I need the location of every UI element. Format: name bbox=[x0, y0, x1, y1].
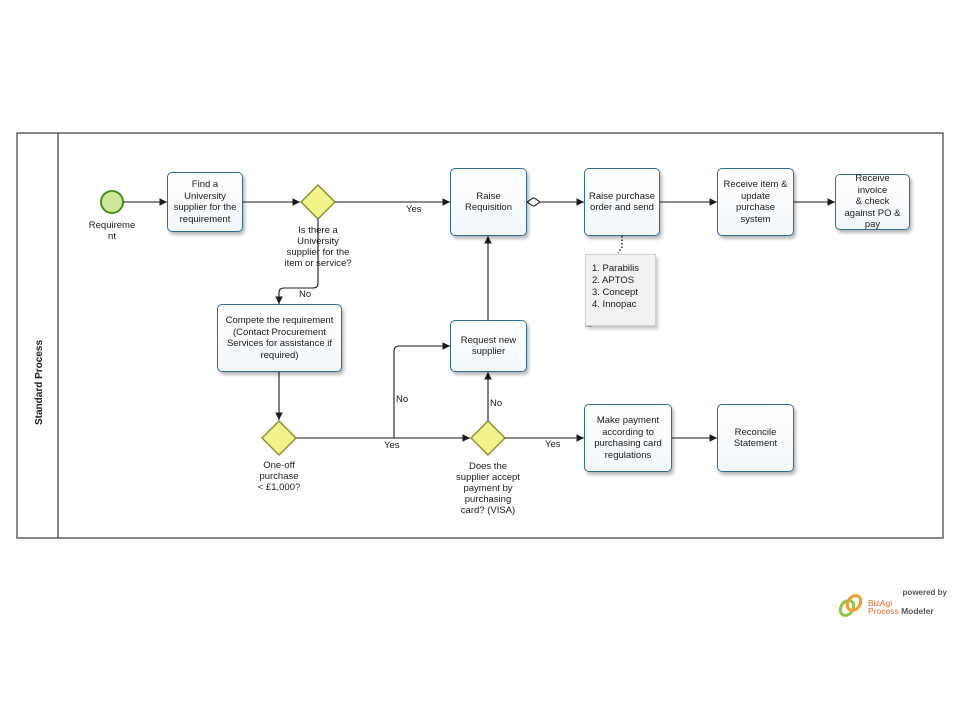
task-receive-invoice[interactable]: Receive invoice & check against PO & pay bbox=[835, 173, 910, 230]
annotation-systems-list: 1. Parabilis 2. APTOS 3. Concept 4. Inno… bbox=[585, 254, 656, 326]
annotation-item: 4. Innopac bbox=[592, 299, 637, 310]
task-receive-item[interactable]: Receive item & update purchase system bbox=[717, 168, 794, 236]
gateway-one-off-label: One-off purchase < £1,000? bbox=[257, 460, 301, 493]
pool-title-text: Standard Process bbox=[34, 339, 46, 426]
edge-label-no-mid: No bbox=[396, 394, 409, 405]
annotation-item: 1. Parabilis bbox=[592, 263, 639, 274]
task-make-payment[interactable]: Make payment according to purchasing car… bbox=[584, 404, 672, 472]
task-compete-requirement[interactable]: Compete the requirement (Contact Procure… bbox=[217, 304, 342, 372]
edge-oneoff-no-to-request bbox=[385, 342, 450, 439]
annotation-association bbox=[617, 236, 623, 254]
task-request-new-supplier[interactable]: Request new supplier bbox=[450, 320, 527, 372]
bizagi-logo: powered by BizAgi Process Modeler bbox=[837, 588, 947, 620]
pool-title: Standard Process bbox=[30, 250, 50, 515]
gateway-university-supplier-label: Is there a University supplier for the i… bbox=[284, 225, 352, 269]
edge-label-yes-bottom: Yes bbox=[384, 440, 400, 451]
edge-label-yes-top: Yes bbox=[406, 204, 422, 215]
annotation-item: 3. Concept bbox=[592, 287, 638, 298]
task-find-supplier[interactable]: Find a University supplier for the requi… bbox=[167, 172, 243, 232]
annotation-item: 2. APTOS bbox=[592, 275, 635, 286]
bizagi-text: BizAgi bbox=[868, 598, 893, 608]
task-raise-requisition[interactable]: Raise Requisition bbox=[450, 168, 527, 236]
start-event-label: Requireme nt bbox=[88, 220, 136, 242]
edge-label-yes-right: Yes bbox=[545, 439, 561, 450]
powered-by-text: powered by bbox=[902, 588, 947, 597]
gateway-accept-card-label: Does the supplier accept payment by purc… bbox=[456, 461, 520, 516]
edge-gateway-no-to-compete bbox=[275, 219, 319, 304]
task-raise-purchase-order[interactable]: Raise purchase order and send bbox=[584, 168, 660, 236]
edge-label-no-up: No bbox=[490, 398, 503, 409]
gateway-accept-card[interactable] bbox=[470, 420, 506, 456]
gateway-one-off[interactable] bbox=[261, 420, 297, 456]
edge-label-no-left: No bbox=[299, 289, 312, 300]
bizagi-chain-icon bbox=[838, 594, 863, 617]
start-event[interactable] bbox=[100, 190, 124, 214]
process-modeler-text: Process Modeler bbox=[868, 606, 934, 616]
task-reconcile-statement[interactable]: Reconcile Statement bbox=[717, 404, 794, 472]
